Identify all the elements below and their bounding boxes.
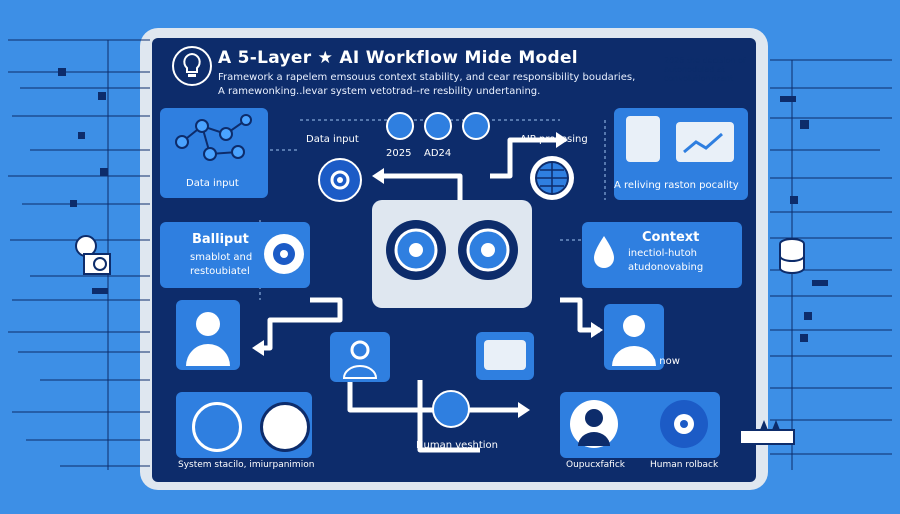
- corner-note: 2026 the decision of autonodulad at conv…: [664, 56, 746, 83]
- data-input-node: Data input: [160, 108, 268, 198]
- network-graph-icon: [175, 114, 252, 161]
- corner-note-line-1: 2026 the decision of: [664, 56, 746, 65]
- person-node-right: [604, 304, 664, 370]
- context-line-1: inectiol-hutoh: [628, 248, 698, 259]
- target-gear-icon: [192, 402, 242, 452]
- person-icon: [612, 315, 656, 366]
- balliput-title: Balliput: [192, 232, 249, 247]
- relieving-label: A reliving raston pocality: [614, 180, 739, 191]
- power-icon: [432, 390, 470, 428]
- gear-icon: [264, 234, 304, 274]
- globe-icon: [530, 156, 574, 200]
- context-title: Context: [642, 230, 700, 245]
- data-input-label: Data input: [186, 178, 239, 189]
- context-node: Context inectiol-hutoh atudonovabing: [582, 222, 742, 288]
- human-rollback-label: Human rolback: [650, 460, 719, 470]
- human-veshtion-label: Human veshtion: [416, 440, 499, 451]
- gear-person-node: [330, 332, 390, 382]
- human-now-label: Human now: [620, 356, 680, 367]
- year-b-label: AD24: [424, 148, 452, 159]
- settings-search-icon: [70, 232, 120, 280]
- output-node: [560, 392, 720, 458]
- output-label: Oupucxfafick: [566, 460, 625, 470]
- lightbulb-icon: [172, 46, 212, 86]
- balliput-node: Balliput smablot and restoubiatel: [160, 222, 310, 288]
- chip-gear-icon: [458, 220, 518, 280]
- server-rack-icon: [738, 416, 796, 446]
- diagram-subtitle-1: Framework a rapelem emsouus context stab…: [218, 72, 636, 83]
- ai-processor-core: [372, 200, 532, 308]
- diagram-subtitle-2: A ramewonking..levar system vetotrad--re…: [218, 86, 541, 97]
- document-monitor-node: [614, 108, 748, 200]
- database-icon: [776, 236, 808, 276]
- gear-icon: [260, 402, 310, 452]
- year-a-label: 2025: [386, 148, 412, 159]
- system-node: [176, 392, 312, 458]
- drop-icon: [592, 234, 616, 268]
- balliput-line-1: smablot and: [190, 252, 253, 263]
- aip-processing-label: AIP procesing: [520, 134, 588, 145]
- document-icon: [626, 116, 660, 162]
- monitor-icon: [484, 340, 526, 370]
- gear-icon: [318, 158, 362, 202]
- person-node-left: [176, 300, 240, 370]
- dot-icon: [462, 112, 490, 140]
- gear-icon: [342, 340, 378, 379]
- corner-note-line-2: autonodulad at: [664, 65, 725, 74]
- diagram-title: A 5-Layer ★ AI Workflow Mide Model: [218, 48, 578, 68]
- corner-note-line-3: convolutionrizant: [664, 74, 734, 83]
- chip-gear-icon: [386, 220, 446, 280]
- gear-icon: [660, 400, 708, 448]
- system-label: System stacilo, imiurpanimion: [178, 460, 315, 470]
- dot-icon: [424, 112, 452, 140]
- dot-icon: [386, 112, 414, 140]
- data-input-top-label: Data input: [306, 134, 359, 145]
- person-icon: [570, 400, 618, 448]
- monitor-icon: [676, 122, 734, 162]
- context-line-2: atudonovabing: [628, 262, 704, 273]
- monitor-node: [476, 332, 534, 380]
- person-icon: [186, 312, 230, 366]
- balliput-line-2: restoubiatel: [190, 266, 250, 277]
